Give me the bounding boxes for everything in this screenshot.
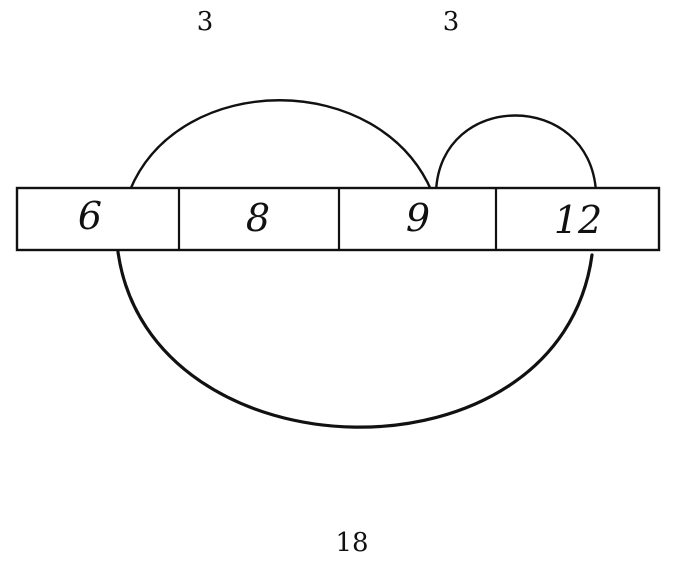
cell-number: 9: [406, 196, 430, 240]
arc-label-bottom: 18: [335, 528, 368, 558]
arc-6-to-9: [128, 99, 434, 194]
cell-number: 6: [78, 194, 102, 238]
cell-number: 8: [246, 196, 270, 240]
arc-label-top-right: 3: [443, 7, 460, 37]
arc-6-to-12: [116, 250, 594, 429]
cell-number: 12: [554, 198, 602, 242]
arc-9-to-12: [434, 114, 598, 194]
arc-label-top-left: 3: [197, 7, 214, 37]
